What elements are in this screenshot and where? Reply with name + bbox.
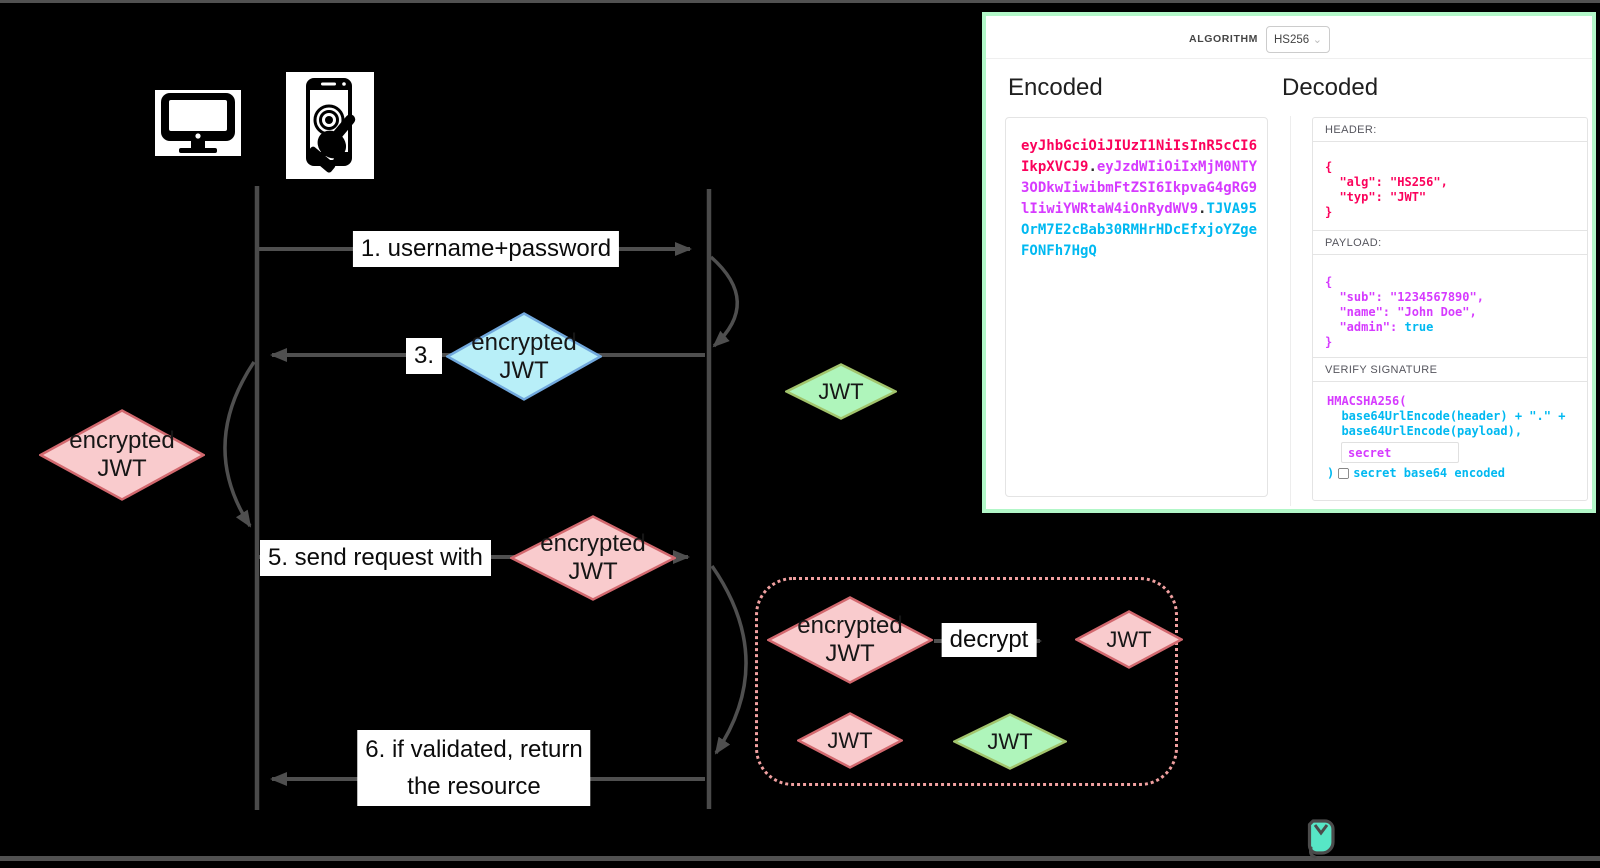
diamond-text: JWT [987,728,1033,754]
header-json: { "alg": "HS256", "typ": "JWT"} [1325,160,1448,219]
verify-signature-section: VERIFY SIGNATURE HMACSHA256( base64UrlEn… [1312,357,1588,501]
diamond-text: JWT [827,727,873,753]
column-divider [1290,116,1291,506]
client-selfloop-store-jwt [223,361,256,528]
diamond-text: JWT [97,455,147,482]
header-section: HEADER: { "alg": "HS256", "typ": "JWT"} [1312,117,1588,231]
header-section-label: HEADER: [1313,118,1587,142]
chevron-down-icon: ⌄ [1312,34,1322,46]
diamond-jwt-compare-right: JWT [953,713,1067,770]
payload-section-label: PAYLOAD: [1313,231,1587,255]
diamond-text: JWT [818,378,864,404]
desktop-computer-icon [155,90,241,156]
algorithm-value: HS256 [1274,33,1310,46]
algorithm-select[interactable]: HS256 ⌄ [1266,26,1330,53]
diamond-jwt-decrypted: JWT [1075,610,1183,669]
diamond-text: encrypted [540,530,646,557]
top-border-line [0,0,1600,3]
secret-base64-label: secret base64 encoded [1353,466,1505,480]
mobile-touch-icon [286,72,374,179]
algorithm-label: ALGORITHM [1189,33,1258,45]
secret-base64-checkbox[interactable] [1338,467,1350,480]
bottom-border-line [0,856,1600,861]
server-selfloop-create-jwt [709,255,739,348]
label-msg5: 5. send request with [260,540,491,576]
label-msg6: 6. if validated, return the resource [357,730,591,806]
label-msg6-line1: 6. if validated, return [365,736,583,763]
decoded-title: Decoded [1282,74,1379,101]
server-selfloop-validate [710,565,748,755]
label-decrypt: decrypt [941,623,1037,657]
diamond-text: JWT [499,356,549,384]
brand-logo-icon [1306,818,1336,862]
verify-close-paren: ) [1327,466,1335,480]
decrypt-detail-box [755,577,1178,786]
monitor-glyph [161,93,235,153]
label-msg1: 1. username+password [352,231,620,267]
diamond-text: encrypted [797,612,903,639]
verify-code-lines: HMACSHA256( base64UrlEncode(header) + ".… [1327,394,1566,438]
label-msg6-line2: the resource [407,773,541,800]
diamond-text: JWT [1106,626,1152,652]
diamond-text: encrypted [471,328,577,356]
diamond-text: JWT [568,558,618,585]
decoded-column: HEADER: { "alg": "HS256", "typ": "JWT"} … [1312,117,1588,501]
label-msg3: 3. [406,338,443,374]
diamond-text: JWT [825,640,875,667]
verify-section-label: VERIFY SIGNATURE [1313,358,1587,382]
diamond-jwt-server: JWT [785,363,897,420]
phone-touch-glyph [306,78,356,173]
payload-section: PAYLOAD: { "sub": "1234567890", "name": … [1312,230,1588,358]
payload-json: { "sub": "1234567890", "name": "John Doe… [1325,275,1484,349]
diamond-jwt-compare-left: JWT [797,712,903,769]
diamond-text: encrypted [69,427,175,454]
algorithm-divider [986,58,1592,59]
secret-input[interactable] [1341,442,1459,463]
verify-signature-body: HMACSHA256( base64UrlEncode(header) + ".… [1313,382,1587,500]
jwt-debugger-panel: ALGORITHM HS256 ⌄ Encoded Decoded eyJhbG… [982,12,1596,513]
encoded-title: Encoded [1008,74,1103,101]
